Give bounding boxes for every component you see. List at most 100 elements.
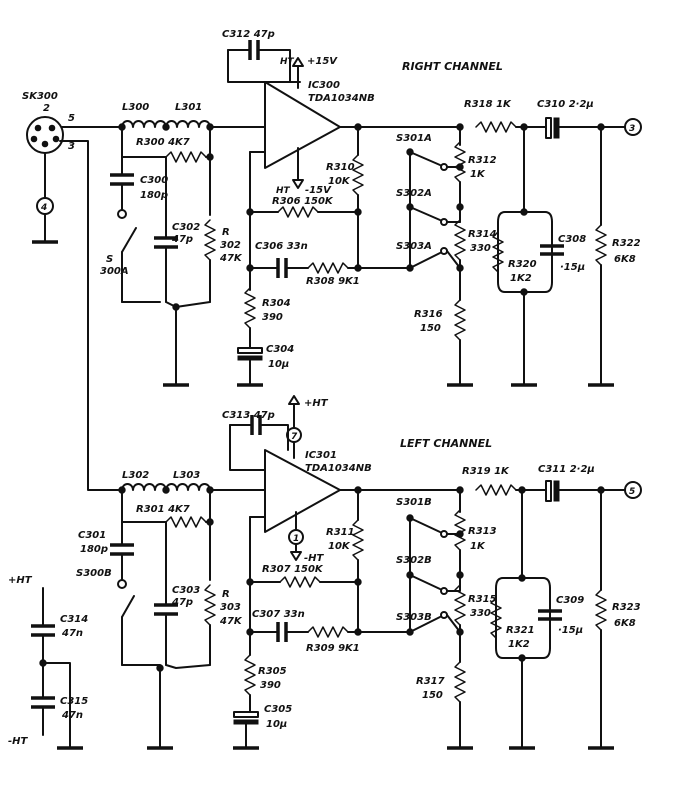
r316-value: 150 [420,323,441,334]
r315-value: 330 [470,608,491,619]
r314-label: R314 [468,229,497,240]
supply-ht-pos-label: +HT [8,575,33,586]
r312-value: 1K [470,169,486,180]
c302-value: 47p [171,234,193,245]
r322-value: 6K8 [614,254,636,265]
l301-label: L301 [175,102,202,113]
c305-value: 10µ [266,719,287,730]
c309-label: C309 [556,595,584,606]
supply-ht-neg-label: -HT [8,736,29,747]
r300-label: R300 4K7 [136,137,190,148]
ht-neg-label: HT [276,186,291,196]
ic301-opamp-icon [264,449,341,533]
r303-value: 47K [219,616,243,627]
v-pos-label: +15V [307,56,338,67]
c300-value: 180p [140,190,168,201]
c303-label: C303 [172,585,200,596]
pin7-label: 7 [291,432,298,442]
right-channel-circuit: RIGHT CHANNEL L300 L301 R300 4K7 C300 18… [100,29,642,387]
r319-label: R319 1K [462,466,510,477]
r310-value: 10K [328,176,351,187]
c314-value: 47n [61,628,83,639]
r315-label: R315 [468,594,497,605]
sk300-pin5-label: 5 [68,113,75,124]
left-channel-circuit: LEFT CHANNEL L302 L303 R301 4K7 C301 180… [76,395,642,750]
r322-label: R322 [612,238,641,249]
c303-value: 47p [171,597,193,608]
s302b-label: S302B [396,555,432,566]
r304-value: 390 [262,312,283,323]
right-output-label: 3 [629,124,635,134]
r323-value: 6K8 [614,618,636,629]
s301a-label: S301A [396,133,432,144]
s302a-switch [409,206,441,221]
pin1-label: 1 [293,534,299,544]
sk300-label: SK300 [22,91,58,102]
connector-sk300: SK300 2 5 3 4 [22,91,123,491]
s303b-label: S303B [396,612,432,623]
ht-neg-label-left: -HT [304,553,325,564]
c314-label: C314 [60,614,88,625]
s300a-label-a: S [106,254,113,265]
r309-label: R309 9K1 [306,643,360,654]
c308-value: ·15µ [560,262,585,273]
s303a-switch [409,252,441,269]
s300a-label-b: 300A [100,266,129,277]
r316-label: R316 [414,309,443,320]
sk300-pin2-label: 2 [43,103,50,114]
r310-label: R310 [326,162,355,173]
s301a-switch [409,151,441,166]
c308-label: C308 [558,234,586,245]
c300-label: C300 [140,175,168,186]
r312-label: R312 [468,155,497,166]
r317-value: 150 [422,690,443,701]
ht-pos-label: HT [280,57,295,67]
c306-label: C306 33n [255,241,308,252]
r302-value: 47K [219,253,243,264]
sk300-pin3-label: 3 [68,141,75,152]
l300-label: L300 [122,102,149,113]
r304-label: R304 [262,298,291,309]
s303a-label: S303A [396,241,432,252]
s300b-switch [121,595,135,618]
r320-value: 1K2 [510,273,532,284]
c309-value: ·15µ [558,625,583,636]
r317-label: R317 [416,676,445,687]
r308-label: R308 9K1 [306,276,360,287]
v-neg-label: -15V [305,185,332,196]
r311-label: R311 [326,527,355,538]
r303-label-a: R [222,589,230,600]
c305-label: C305 [264,704,292,715]
r302-label-a: R [222,227,230,238]
left-output-label: 5 [629,487,635,497]
r313-label: R313 [468,526,497,537]
r320-label: R320 [508,259,537,270]
l302-label: L302 [122,470,149,481]
sk300-pin4-label: 4 [40,203,47,213]
r314-value: 330 [470,243,491,254]
s300b-label: S300B [76,568,112,579]
r313-value: 1K [470,541,486,552]
s301b-switch [409,517,441,533]
s303b-switch [409,616,441,633]
left-channel-title: LEFT CHANNEL [400,437,492,450]
ht-pos-label-left: +HT [304,398,329,409]
ic301-label: IC301 [305,450,337,461]
c304-label: C304 [266,344,294,355]
r323-label: R323 [612,602,641,613]
ic300-type: TDA1034NB [308,93,375,104]
r318-label: R318 1K [464,99,512,110]
c304-value: 10µ [268,359,289,370]
r303-label-b: 303 [220,602,241,613]
c301-value: 180p [80,544,108,555]
c311-label: C311 2·2µ [538,464,595,475]
c315-label: C315 [60,696,88,707]
c313-label: C313 47p [222,410,275,421]
r305-value: 390 [260,680,281,691]
c302-label: C302 [172,222,200,233]
r305-label: R305 [258,666,287,677]
s301b-label: S301B [396,497,432,508]
left-output-terminal [624,481,642,499]
r307-label: R307 150K [262,564,324,575]
